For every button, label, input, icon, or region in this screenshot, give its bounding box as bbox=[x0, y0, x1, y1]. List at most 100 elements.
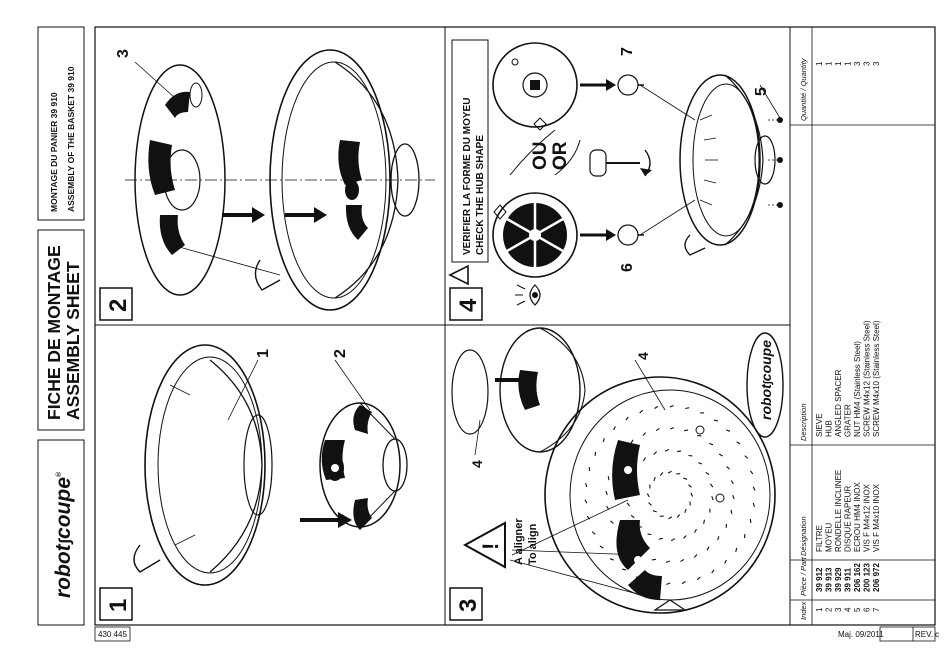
table-cell-description: SCREW M4x12 (Stainless Steel) bbox=[863, 320, 872, 437]
table-cell-qty: 3 bbox=[863, 61, 872, 66]
step4-illustration bbox=[450, 40, 783, 305]
grater-hole bbox=[592, 532, 595, 535]
table-cell-index: 1 bbox=[815, 607, 824, 612]
step-1-number: 1 bbox=[105, 599, 132, 612]
inset-basket bbox=[500, 328, 580, 452]
revision-date: Maj. 09/2011 bbox=[838, 630, 884, 639]
subtitle-box bbox=[38, 27, 84, 220]
grater-hole bbox=[665, 449, 669, 451]
grater-hole bbox=[600, 546, 603, 548]
grater-hole bbox=[660, 473, 663, 476]
grater-hole bbox=[709, 444, 713, 445]
grater-hole bbox=[643, 433, 646, 436]
grater-disc-face bbox=[570, 390, 770, 600]
grater-hole bbox=[670, 428, 674, 429]
grater-hole bbox=[655, 406, 658, 408]
table-cell-qty: 1 bbox=[834, 61, 843, 66]
grater-hole bbox=[706, 472, 709, 474]
grater-hole bbox=[626, 417, 628, 420]
grater-hole bbox=[631, 515, 634, 517]
grater-hole bbox=[611, 521, 614, 524]
title-en: ASSEMBLY SHEET bbox=[63, 261, 83, 420]
callout-3: 3 bbox=[115, 49, 132, 58]
step1-illustration bbox=[134, 345, 407, 585]
table-cell-index: 3 bbox=[834, 607, 843, 612]
disc-logo-text: robot∫coupe bbox=[758, 340, 774, 420]
table-cell-qty: 1 bbox=[825, 61, 834, 66]
grater-hole bbox=[753, 487, 755, 491]
grater-hole bbox=[586, 483, 587, 487]
grater-hole bbox=[654, 452, 657, 455]
grater-hole bbox=[731, 510, 732, 514]
screwdriver-icon bbox=[590, 150, 606, 176]
grater-hole bbox=[737, 442, 740, 444]
sieve-handle bbox=[134, 545, 160, 572]
grater-hole bbox=[640, 410, 643, 413]
grater-hole bbox=[685, 509, 686, 513]
grater-hole bbox=[631, 440, 633, 444]
grater-hole bbox=[614, 427, 616, 431]
hub-check-fr: VERIFIER LA FORME DU MOYEU bbox=[462, 98, 473, 255]
assembled-basket bbox=[680, 75, 760, 245]
grater-hole bbox=[666, 561, 670, 562]
table-cell-index: 7 bbox=[872, 607, 881, 612]
col-quantity-header: Quantité / Quantity bbox=[799, 57, 808, 121]
table-cell-index: 6 bbox=[863, 607, 872, 612]
grater-hole bbox=[671, 539, 675, 541]
sieve-rim-inner bbox=[158, 357, 262, 573]
grater-hole bbox=[656, 428, 659, 430]
step3-illustration: ! bbox=[452, 328, 783, 613]
table-cell-part: 39 929 bbox=[834, 567, 843, 592]
sieve-rim bbox=[145, 345, 265, 585]
table-cell-part: 39 911 bbox=[844, 567, 853, 592]
table-cell-part: 206 162 bbox=[853, 563, 862, 592]
grater-hole bbox=[585, 500, 587, 504]
grater-holes bbox=[585, 406, 755, 585]
align-label-fr: A aligner bbox=[513, 518, 525, 565]
col-description-header: Description bbox=[799, 403, 808, 441]
table-cell-description: HUB bbox=[825, 420, 834, 437]
grater-hole bbox=[725, 560, 727, 564]
col-index-header: Index bbox=[799, 601, 808, 620]
grater-hole bbox=[695, 529, 697, 533]
table-cell-qty: 3 bbox=[853, 61, 862, 66]
hub-check-en: CHECK THE HUB SHAPE bbox=[475, 135, 486, 255]
grater-hole bbox=[622, 569, 626, 570]
table-cell-qty: 1 bbox=[844, 61, 853, 66]
table-cell-designation: VIS F M4x10 INOX bbox=[872, 483, 881, 552]
grater-hole bbox=[683, 536, 686, 539]
grater-hole bbox=[704, 520, 705, 524]
callout-6: 6 bbox=[619, 263, 636, 272]
subtitle-fr: MONTAGE DU PANIER 39 910 bbox=[49, 92, 59, 212]
spacer-callout-leader bbox=[172, 245, 280, 275]
grater-hole bbox=[707, 547, 709, 551]
or-en: OR bbox=[550, 141, 571, 170]
step-2-number: 2 bbox=[105, 299, 132, 312]
table-cell-qty: 1 bbox=[815, 61, 824, 66]
grater-hole bbox=[659, 538, 663, 539]
grater-hole bbox=[647, 494, 649, 498]
hub-warning-icon bbox=[450, 266, 468, 284]
grater-hole bbox=[681, 559, 684, 561]
grater-hole bbox=[727, 467, 730, 470]
table-cell-designation: ECROU HM4 INOX bbox=[853, 482, 862, 552]
table-cell-part: 200 123 bbox=[863, 563, 872, 592]
table-cell-designation: RONDELLE INCLINEE bbox=[834, 470, 843, 552]
grater-hole bbox=[683, 478, 687, 479]
grater-hole bbox=[653, 511, 657, 512]
step-3-number: 3 bbox=[455, 599, 482, 612]
table-cell-description: ANGLED SPACER bbox=[834, 369, 843, 437]
grater-hole bbox=[644, 457, 646, 461]
grater-hole bbox=[718, 536, 719, 540]
grater-hole bbox=[684, 430, 688, 431]
table-cell-qty: 3 bbox=[872, 61, 881, 66]
brand-logo: robot∫coupe® bbox=[52, 471, 75, 598]
screw-6-icon bbox=[618, 225, 638, 245]
grater-hole bbox=[719, 454, 723, 456]
table-cell-description: SCREW M4x10 (Stainless Steel) bbox=[872, 320, 881, 437]
col-part-header: Pièce / Part bbox=[799, 556, 808, 596]
grater-hole bbox=[682, 582, 685, 584]
grater-hole bbox=[608, 476, 609, 480]
